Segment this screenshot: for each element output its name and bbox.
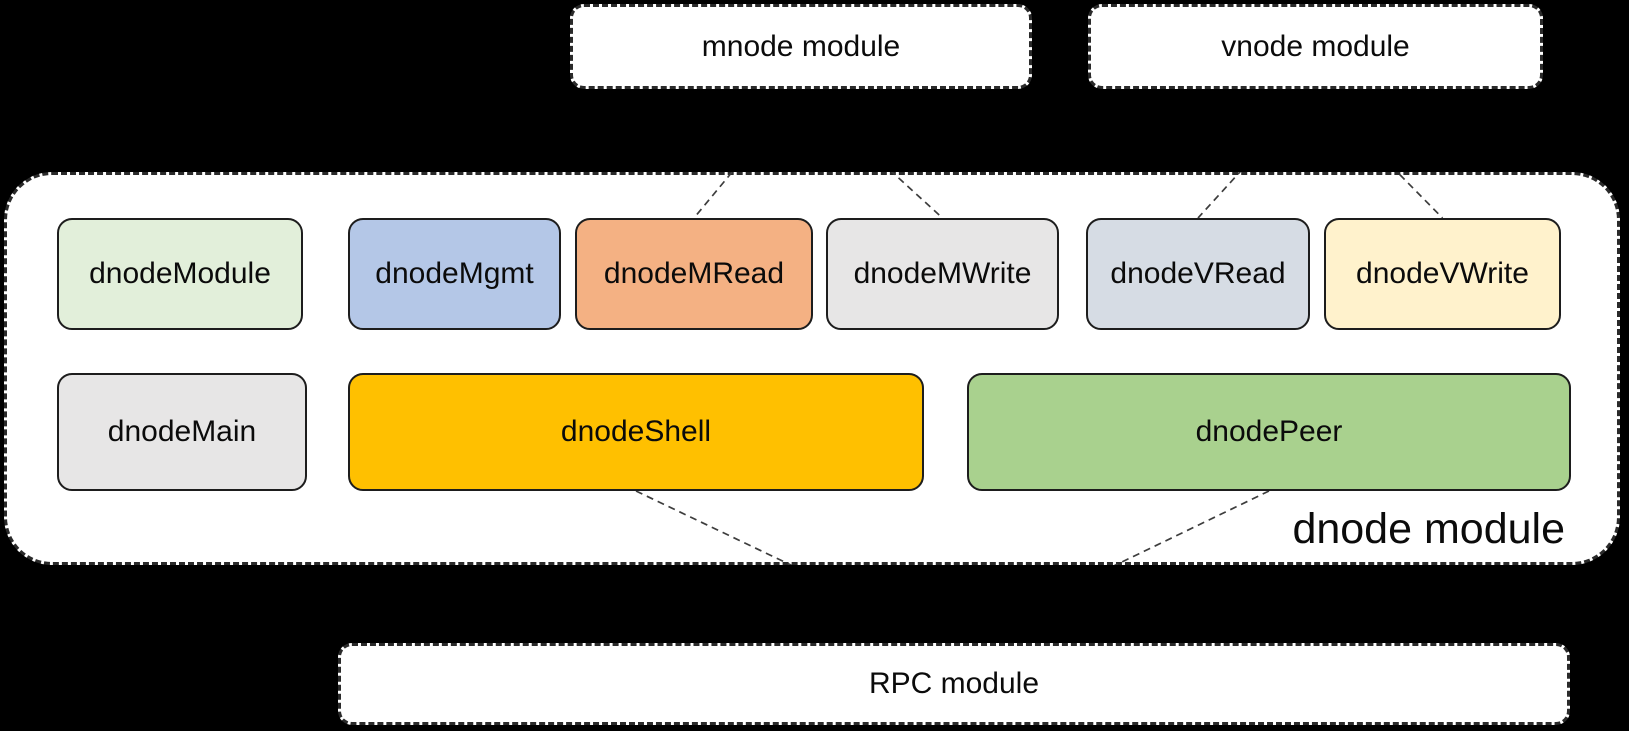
vnode-module-box: vnode module <box>1088 4 1543 89</box>
vnode-module-label: vnode module <box>1221 29 1410 63</box>
node-dnodeModule-label: dnodeModule <box>89 257 271 290</box>
node-dnodeVRead: dnodeVRead <box>1086 218 1310 330</box>
node-dnodeVRead-label: dnodeVRead <box>1110 257 1286 290</box>
node-dnodeMain-label: dnodeMain <box>107 415 257 448</box>
rpc-module-label: RPC module <box>868 667 1040 700</box>
node-dnodeMRead-label: dnodeMRead <box>603 257 785 290</box>
dnode-module-label: dnode module <box>1292 505 1565 553</box>
node-dnodeVWrite-label: dnodeVWrite <box>1356 257 1529 290</box>
node-dnodeVWrite: dnodeVWrite <box>1324 218 1561 330</box>
node-dnodePeer: dnodePeer <box>967 373 1571 491</box>
node-dnodeMgmt-label: dnodeMgmt <box>375 257 534 290</box>
node-dnodeMWrite-label: dnodeMWrite <box>853 257 1032 290</box>
node-dnodeShell: dnodeShell <box>348 373 924 491</box>
mnode-module-box: mnode module <box>570 4 1032 89</box>
node-dnodeMWrite: dnodeMWrite <box>826 218 1059 330</box>
node-dnodePeer-label: dnodePeer <box>1195 415 1343 448</box>
node-dnodeMain: dnodeMain <box>57 373 307 491</box>
node-dnodeModule: dnodeModule <box>57 218 303 330</box>
mnode-module-label: mnode module <box>701 29 901 63</box>
rpc-module-box: RPC module <box>338 643 1570 725</box>
node-dnodeMRead: dnodeMRead <box>575 218 813 330</box>
node-dnodeMgmt: dnodeMgmt <box>348 218 561 330</box>
node-dnodeShell-label: dnodeShell <box>560 415 712 448</box>
